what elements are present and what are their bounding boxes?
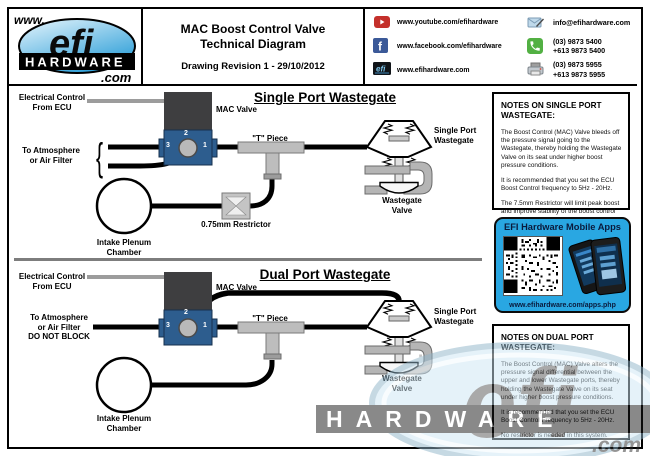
port-2: 2	[184, 130, 188, 137]
facebook-link[interactable]: www.facebook.com/efihardware	[397, 42, 502, 50]
mobile-apps-panel: EFI Hardware Mobile Apps	[494, 217, 631, 313]
logo-com: .com	[101, 70, 132, 84]
youtube-icon[interactable]	[373, 15, 391, 31]
notes-dual-p3: No restrictor is needed in this system.	[501, 431, 608, 439]
page-border	[7, 7, 643, 449]
port-2: 2	[184, 309, 188, 316]
email-address[interactable]: info@efihardware.com	[553, 17, 631, 27]
ecu-label: Electrical Control From ECU	[18, 93, 86, 112]
notes-single-title: NOTES ON SINGLE PORT WASTEGATE:	[501, 101, 602, 121]
atmosphere-label: To Atmosphere or Air Filter	[22, 146, 80, 165]
title-block: MAC Boost Control Valve Technical Diagra…	[141, 9, 365, 84]
mac-valve-label: MAC Valve	[216, 105, 257, 114]
logo-hardware: HARDWARE	[25, 55, 126, 70]
single-port-wastegate-label: Single Port Wastegate	[434, 126, 477, 145]
svg-text:efi: efi	[376, 65, 386, 74]
youtube-link[interactable]: www.youtube.com/efihardware	[397, 19, 499, 27]
fax-icon	[527, 62, 545, 78]
apps-title: EFI Hardware Mobile Apps	[504, 222, 621, 232]
brace-glyph: {	[96, 136, 104, 180]
efi-hardware-logo: www. efi HARDWARE .com	[9, 9, 141, 85]
svg-text:f: f	[378, 40, 383, 54]
phones-image	[560, 233, 627, 304]
port-3: 3	[166, 142, 170, 149]
mac-valve-label: MAC Valve	[216, 283, 257, 292]
document-title-line2: Technical Diagram	[200, 36, 306, 51]
single-port-wastegate-label: Single Port Wastegate	[434, 307, 477, 326]
notes-dual-p1: The Boost Control (MAC) Valve alters the…	[501, 360, 620, 402]
tee-piece-label: "T" Piece	[252, 134, 288, 143]
notes-dual-title: NOTES ON DUAL PORT WASTEGATE:	[501, 333, 594, 353]
notes-single-p2: It is recommended that you set the ECU B…	[501, 176, 615, 193]
wastegate-valve-label: Wastegate Valve	[382, 374, 422, 393]
logo-art: www. efi HARDWARE .com	[14, 13, 136, 85]
atmosphere-label: To Atmosphere or Air Filter DO NOT BLOCK	[28, 313, 90, 342]
port-1: 1	[203, 322, 207, 329]
single-port-title: Single Port Wastegate	[253, 90, 397, 105]
efi-site-icon[interactable]: efi	[373, 62, 391, 78]
intake-plenum-label: Intake Plenum Chamber	[96, 238, 152, 257]
restrictor-label: 0.75mm Restrictor	[201, 220, 271, 229]
dual-port-title: Dual Port Wastegate	[259, 267, 391, 282]
wastegate-valve-label: Wastegate Valve	[382, 196, 422, 215]
header: www. efi HARDWARE .com MAC Boost Control…	[9, 9, 637, 86]
facebook-icon[interactable]: f	[373, 38, 391, 54]
contact-block: www.youtube.com/efihardware info@efihard…	[365, 9, 637, 84]
document-title-line1: MAC Boost Control Valve	[180, 21, 326, 36]
phone-icon	[527, 38, 545, 55]
tee-piece-label: "T" Piece	[252, 314, 288, 323]
website-link[interactable]: www.efihardware.com	[397, 66, 470, 74]
qr-code	[503, 236, 563, 296]
phone-numbers: (03) 9873 5400 +613 9873 5400	[553, 36, 606, 56]
notes-dual-port-box: NOTES ON DUAL PORT WASTEGATE: The Boost …	[492, 324, 630, 440]
notes-dual-p2: It is recommended that you set the ECU B…	[501, 408, 615, 425]
intake-plenum-label: Intake Plenum Chamber	[96, 414, 152, 433]
notes-single-p1: The Boost Control (MAC) Valve bleeds off…	[501, 128, 622, 170]
port-1: 1	[203, 142, 207, 149]
port-3: 3	[166, 322, 170, 329]
fax-numbers: (03) 9873 5955 +613 9873 5955	[553, 60, 606, 80]
drawing-revision: Drawing Revision 1 - 29/10/2012	[181, 60, 325, 72]
ecu-label: Electrical Control From ECU	[18, 272, 86, 291]
notes-single-port-box: NOTES ON SINGLE PORT WASTEGATE: The Boos…	[492, 92, 630, 224]
email-icon	[527, 15, 545, 31]
logo-www: www.	[14, 13, 45, 27]
apps-url[interactable]: www.efihardware.com/apps.php	[509, 302, 616, 309]
